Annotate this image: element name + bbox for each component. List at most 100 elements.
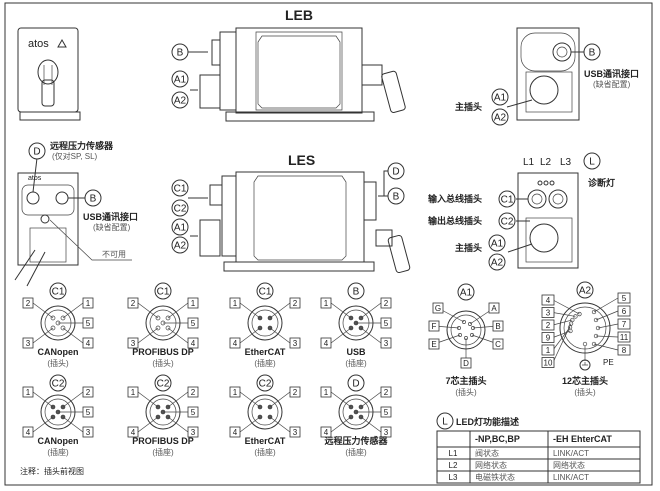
callout-c1-label: C1	[174, 184, 187, 195]
connector-type: (插头)	[152, 358, 174, 368]
sensor-note: (仅对SP, SL)	[52, 151, 98, 161]
pin-label: D	[463, 359, 469, 368]
pin-label: 4	[131, 428, 136, 437]
pin-label: 11	[620, 333, 629, 342]
pin-label: F	[432, 322, 437, 331]
callout-l: L	[436, 412, 454, 430]
callout-b-label: B	[589, 48, 596, 59]
atos-logo: atos	[28, 38, 49, 50]
led-np-status: 电磁铁状态	[475, 472, 515, 482]
connector-tag: C2	[157, 379, 170, 390]
callout-a1-label: A1	[174, 223, 187, 234]
pin-label: 6	[622, 307, 627, 316]
pin-label: 2	[384, 299, 389, 308]
callout-c2: C2	[171, 199, 189, 217]
pin-label: 3	[293, 339, 298, 348]
pin-label: 5	[86, 319, 91, 328]
led-eh-status: 网络状态	[553, 460, 585, 470]
callout-c2-label: C2	[501, 217, 514, 228]
pin-label: 2	[293, 388, 298, 397]
pin-label: G	[435, 304, 441, 313]
connector-tag: C1	[259, 287, 272, 298]
pin-label: 1	[86, 299, 91, 308]
callout-a2-label: A2	[491, 258, 504, 269]
callout-l-label: L	[442, 417, 448, 428]
connector-type: (插头)	[455, 387, 477, 397]
pin-label: 3	[546, 309, 551, 318]
front-view-atos: atos	[17, 27, 81, 121]
pin-label: 2	[191, 388, 196, 397]
pin-label: 1	[26, 388, 31, 397]
connector-tag: C2	[259, 379, 272, 390]
pin-label: 4	[324, 339, 329, 348]
callout-a2-label: A2	[494, 113, 507, 124]
les-front-view	[14, 157, 132, 287]
pin-label: 4	[86, 339, 91, 348]
pin-label: 5	[191, 319, 196, 328]
leb-main-plug-label: 主插头	[455, 101, 482, 112]
callout-a1: A1	[171, 70, 189, 88]
callout-l: L	[583, 152, 601, 170]
leb-side-view	[188, 27, 406, 122]
pin-label: 4	[191, 339, 196, 348]
callout-d-label: D	[392, 167, 399, 178]
pin-label: 5	[384, 408, 389, 417]
connector-name: EtherCAT	[245, 347, 286, 357]
connector-name: USB	[346, 347, 366, 357]
note-text: 注释：插头前视图	[20, 466, 84, 476]
pin-label: 2	[26, 299, 31, 308]
callout-a2-label: A2	[174, 241, 187, 252]
pin-label: 1	[324, 299, 329, 308]
pin-label: 4	[324, 428, 329, 437]
diag-light-label: 诊断灯	[588, 177, 615, 188]
les-usb-note: (缺省配置)	[93, 222, 131, 232]
pin-label: 1	[546, 346, 551, 355]
pin-label: 2	[131, 299, 136, 308]
pin-label: B	[495, 322, 500, 331]
connector-tag: A2	[579, 286, 592, 297]
leb-rear-view	[506, 27, 584, 121]
pin-label: 1	[131, 388, 136, 397]
leb-usb-label: USB通讯接口	[584, 68, 639, 79]
pin-label: 4	[233, 428, 238, 437]
pin-label: 5	[191, 408, 196, 417]
connector-tag: C2	[52, 379, 65, 390]
pin-label: 4	[233, 339, 238, 348]
atos-triangle-icon	[57, 38, 67, 48]
callout-a1-label: A1	[494, 93, 507, 104]
connector-name: EtherCAT	[245, 436, 286, 446]
callout-a1: A1	[491, 88, 509, 106]
pe-label: PE	[603, 358, 614, 367]
les-main-plug-label: 主插头	[455, 242, 482, 253]
pin-label: 7	[622, 320, 627, 329]
callout-a1: A1	[488, 234, 506, 252]
callout-a2: A2	[171, 91, 189, 109]
connector-type: (插座)	[152, 447, 174, 457]
led-l3-label: L3	[560, 157, 572, 168]
callout-l-label: L	[589, 157, 595, 168]
callout-b: B	[387, 187, 405, 205]
callout-b: B	[583, 43, 601, 61]
pin-label: 2	[293, 299, 298, 308]
led-l1	[537, 180, 543, 186]
les-rear-view	[507, 172, 579, 269]
led-np-status: 阀状态	[475, 448, 499, 458]
pin-label: 3	[293, 428, 298, 437]
led-id: L1	[449, 449, 458, 458]
led-l2	[543, 180, 549, 186]
connector-name: CANopen	[38, 436, 79, 446]
callout-a2: A2	[488, 253, 506, 271]
pin-label: 1	[233, 299, 238, 308]
connector-tag: C1	[157, 287, 170, 298]
connector-name: PROFIBUS DP	[132, 347, 194, 357]
led-eh-status: LINK/ACT	[553, 449, 589, 458]
